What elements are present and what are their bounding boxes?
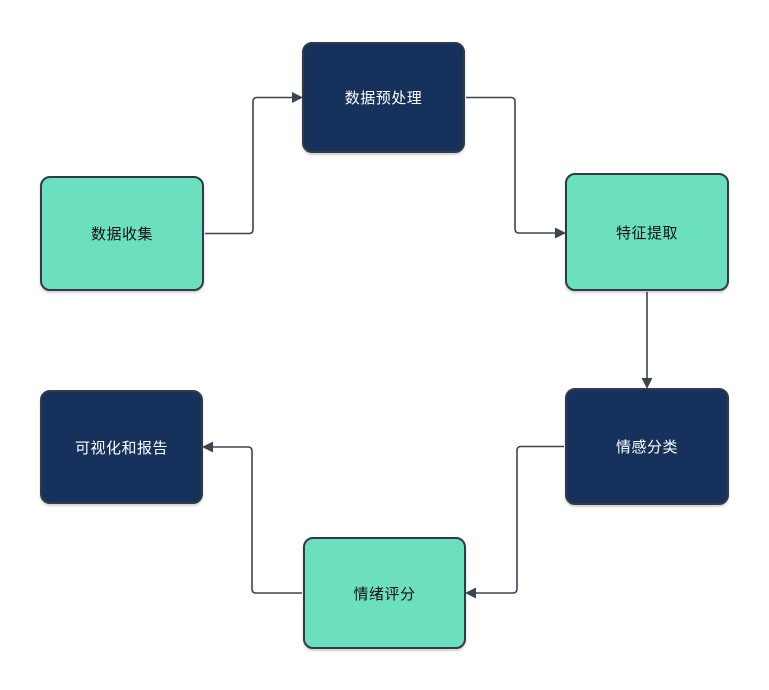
node-label: 可视化和报告 — [74, 439, 168, 457]
connector-data-collection-to-preprocessing — [205, 92, 303, 235]
node-sentiment-classification[interactable]: 情感分类 — [565, 388, 729, 505]
connector-sentiment-classification-to-sentiment-scoring — [465, 445, 564, 599]
connector-preprocessing-to-feature-extraction — [466, 96, 566, 239]
node-data-collection[interactable]: 数据收集 — [40, 176, 204, 291]
node-label: 情绪评分 — [353, 585, 416, 603]
node-visualization-report[interactable]: 可视化和报告 — [40, 390, 203, 504]
node-label: 情感分类 — [615, 439, 678, 456]
node-label: 数据预处理 — [344, 90, 423, 107]
node-sentiment-scoring[interactable]: 情绪评分 — [303, 537, 466, 649]
node-label: 特征提取 — [615, 224, 678, 242]
node-feature-extraction[interactable]: 特征提取 — [565, 173, 729, 291]
connector-sentiment-scoring-to-visualization-report — [202, 441, 302, 594]
node-label: 数据收集 — [90, 226, 153, 243]
node-data-preprocessing[interactable]: 数据预处理 — [302, 42, 465, 153]
